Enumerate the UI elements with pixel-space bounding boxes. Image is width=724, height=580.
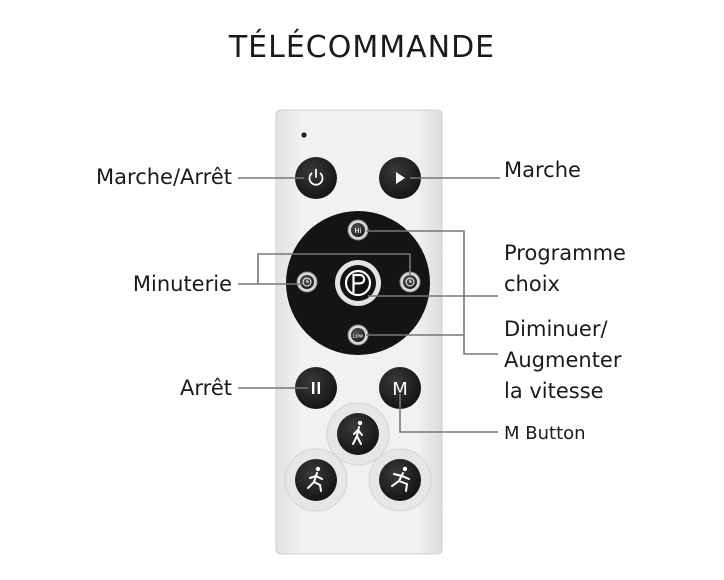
label-timer: Minuterie [132, 272, 232, 296]
timer-icon [405, 277, 415, 287]
run-button[interactable] [368, 448, 432, 512]
leader-speed [366, 230, 498, 355]
label-stop: Arrêt [180, 376, 232, 400]
start-button[interactable] [379, 157, 421, 199]
speed-down-button[interactable]: Low [347, 324, 369, 346]
label-mode: M Button [504, 423, 586, 444]
low-label: Low [353, 334, 364, 340]
walk-icon [352, 420, 363, 445]
stop-button[interactable] [295, 367, 337, 409]
hi-label: Hi [354, 227, 361, 235]
label-program-line1: Programme [504, 241, 626, 265]
label-speed-line1: Diminuer/ [504, 317, 608, 341]
timer-button-right[interactable] [399, 271, 421, 293]
pause-icon [312, 382, 320, 394]
label-program: Programme choix [504, 238, 626, 300]
speed-up-button[interactable]: Hi [347, 219, 369, 241]
label-program-line2: choix [504, 272, 560, 296]
mode-glyph: M [392, 379, 408, 400]
label-start: Marche [504, 158, 581, 182]
mode-button[interactable]: M [379, 367, 421, 409]
leader-mode [399, 394, 498, 433]
indicator-led [301, 132, 307, 138]
jog-icon [307, 466, 323, 492]
label-speed-line3: la vitesse [504, 379, 604, 403]
run-icon [391, 466, 410, 492]
power-icon [308, 168, 324, 186]
program-button[interactable] [335, 260, 381, 306]
leader-timer [238, 253, 411, 285]
program-p-icon [344, 269, 372, 297]
timer-button-left[interactable] [296, 271, 318, 293]
play-icon [396, 172, 405, 184]
diagram-title: TÉLÉCOMMANDE [228, 30, 496, 65]
label-speed-line2: Augmenter [504, 348, 622, 372]
label-speed: Diminuer/ Augmenter la vitesse [504, 314, 621, 407]
power-button[interactable] [295, 157, 337, 199]
leader-lines [238, 177, 500, 433]
label-power: Marche/Arrêt [96, 165, 232, 189]
walk-button[interactable] [326, 402, 390, 466]
jog-button[interactable] [284, 448, 348, 512]
timer-icon [302, 277, 312, 287]
